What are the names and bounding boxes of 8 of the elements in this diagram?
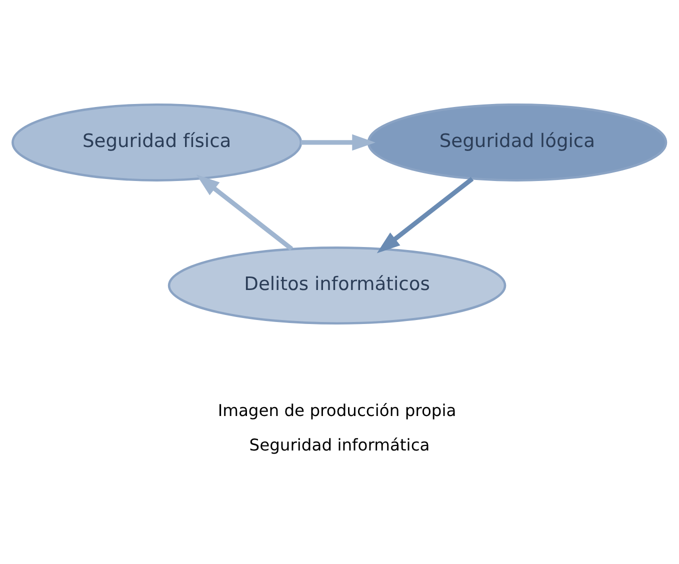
node-ellipse: Seguridad física bbox=[12, 103, 302, 182]
label: Imagen de producción propia bbox=[218, 400, 456, 420]
arrow bbox=[300, 134, 376, 151]
node-ellipse: Delitos informáticos bbox=[168, 246, 506, 325]
caption: Seguridad informática bbox=[249, 435, 430, 454]
arrow bbox=[196, 174, 294, 251]
arrow bbox=[376, 176, 474, 254]
node-ellipse: Seguridad lógica bbox=[367, 103, 668, 182]
